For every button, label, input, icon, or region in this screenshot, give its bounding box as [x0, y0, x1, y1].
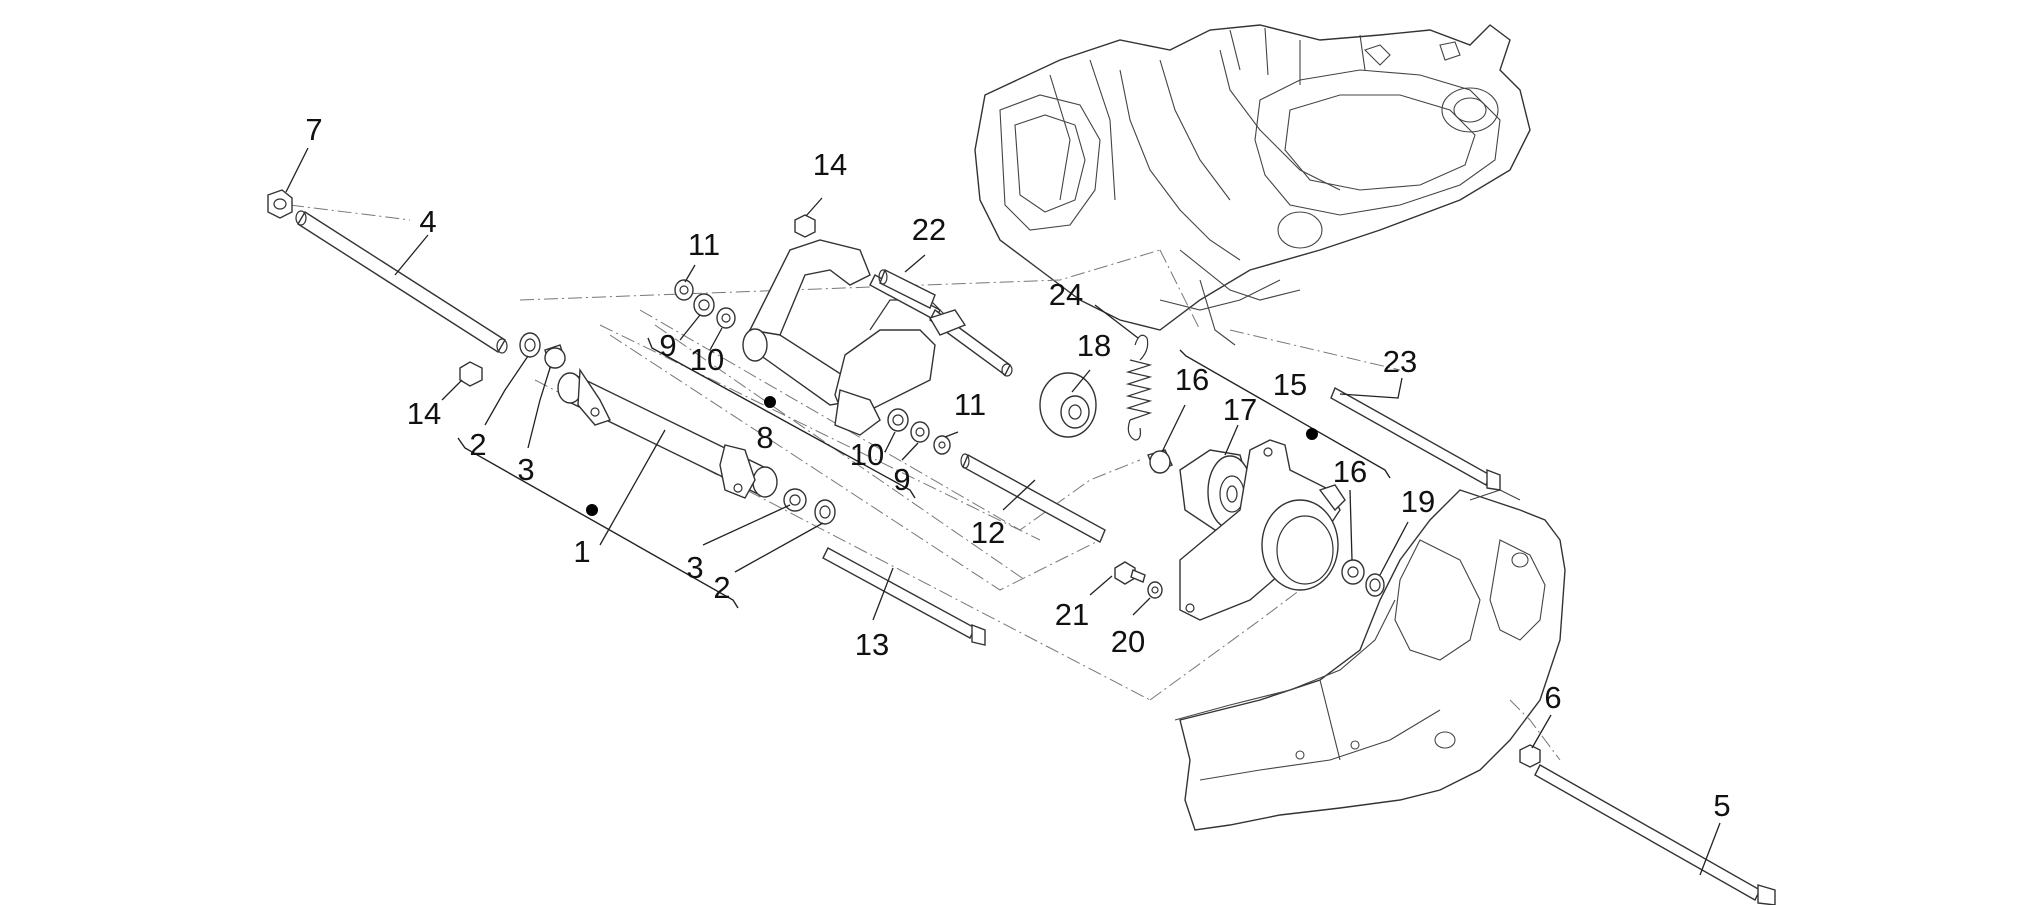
part-6-nut	[1519, 744, 1541, 768]
callout-12: 12	[971, 515, 1005, 550]
callout-23: 23	[1383, 344, 1417, 379]
part-5-bolt	[1534, 764, 1776, 905]
callout-10-upper: 10	[690, 342, 724, 377]
callout-19: 19	[1401, 484, 1435, 519]
part-16-bushing-right	[1341, 559, 1365, 585]
callout-13: 13	[855, 627, 889, 662]
callout-17: 17	[1223, 392, 1257, 427]
part-16-bushing-left	[1147, 449, 1173, 474]
callout-3-right: 3	[686, 550, 703, 585]
part-2-washer-left	[519, 332, 541, 358]
leader-lines	[285, 147, 1721, 876]
reference-dots	[586, 396, 1318, 516]
part-24-spring	[1125, 334, 1153, 441]
part-21-screw	[1114, 561, 1146, 585]
callout-14-left: 14	[407, 396, 441, 431]
callout-15: 15	[1273, 367, 1307, 402]
callout-labels: 7 4 14 14 2 3 1 3 2 11 9 10 22 8 10 9 11…	[305, 112, 1730, 823]
callout-11-upper: 11	[688, 227, 720, 262]
part-14-nut-left	[459, 361, 483, 387]
part-23-bolt	[1330, 386, 1501, 491]
part-22-pin	[878, 269, 936, 309]
part-18-rubber-mount	[1039, 372, 1097, 438]
part-3-bushing-left	[544, 344, 566, 370]
callout-10-lower: 10	[850, 437, 884, 472]
part-9-seal-lower	[910, 421, 930, 443]
part-1-swing-arm	[557, 367, 778, 499]
part-13-bolt	[822, 547, 986, 646]
part-10-bushing-upper	[716, 307, 736, 329]
part-11-washer-upper	[674, 279, 694, 301]
callout-8: 8	[756, 420, 773, 455]
callout-5: 5	[1713, 788, 1730, 823]
callout-21: 21	[1055, 597, 1089, 632]
part-2-washer-right	[814, 499, 836, 525]
callout-4: 4	[419, 204, 436, 239]
part-15-bracket	[1179, 439, 1346, 621]
callout-22: 22	[912, 212, 946, 247]
callout-6: 6	[1544, 680, 1561, 715]
part-12-pin	[960, 453, 1106, 543]
part-19-circlip	[1365, 573, 1385, 597]
callout-20: 20	[1111, 624, 1145, 659]
callout-14-upper: 14	[813, 147, 847, 182]
group-brackets	[457, 337, 1391, 609]
frame-section	[1174, 489, 1566, 831]
callout-11-lower: 11	[954, 387, 986, 422]
part-9-seal-upper	[693, 293, 715, 317]
callout-3-left: 3	[517, 452, 534, 487]
part-3-bushing-right	[783, 488, 807, 512]
callout-24: 24	[1049, 277, 1083, 312]
part-4-bolt	[295, 210, 508, 354]
callout-9-lower: 9	[893, 462, 910, 497]
part-11-washer-lower	[933, 435, 951, 455]
callout-16-right: 16	[1333, 454, 1367, 489]
callout-2-left: 2	[469, 427, 486, 462]
part-7-nut	[267, 189, 293, 219]
part-20-washer	[1147, 581, 1163, 599]
part-10-bushing-lower	[887, 408, 909, 432]
part-8-link-bracket	[742, 239, 1013, 436]
callout-18: 18	[1077, 328, 1111, 363]
callout-7: 7	[305, 112, 322, 147]
callout-16-left: 16	[1175, 362, 1209, 397]
callout-2-right: 2	[713, 570, 730, 605]
callout-1: 1	[573, 534, 590, 569]
callout-9-upper: 9	[659, 328, 676, 363]
engine-assembly	[974, 24, 1531, 346]
part-14-nut-upper	[794, 214, 816, 238]
